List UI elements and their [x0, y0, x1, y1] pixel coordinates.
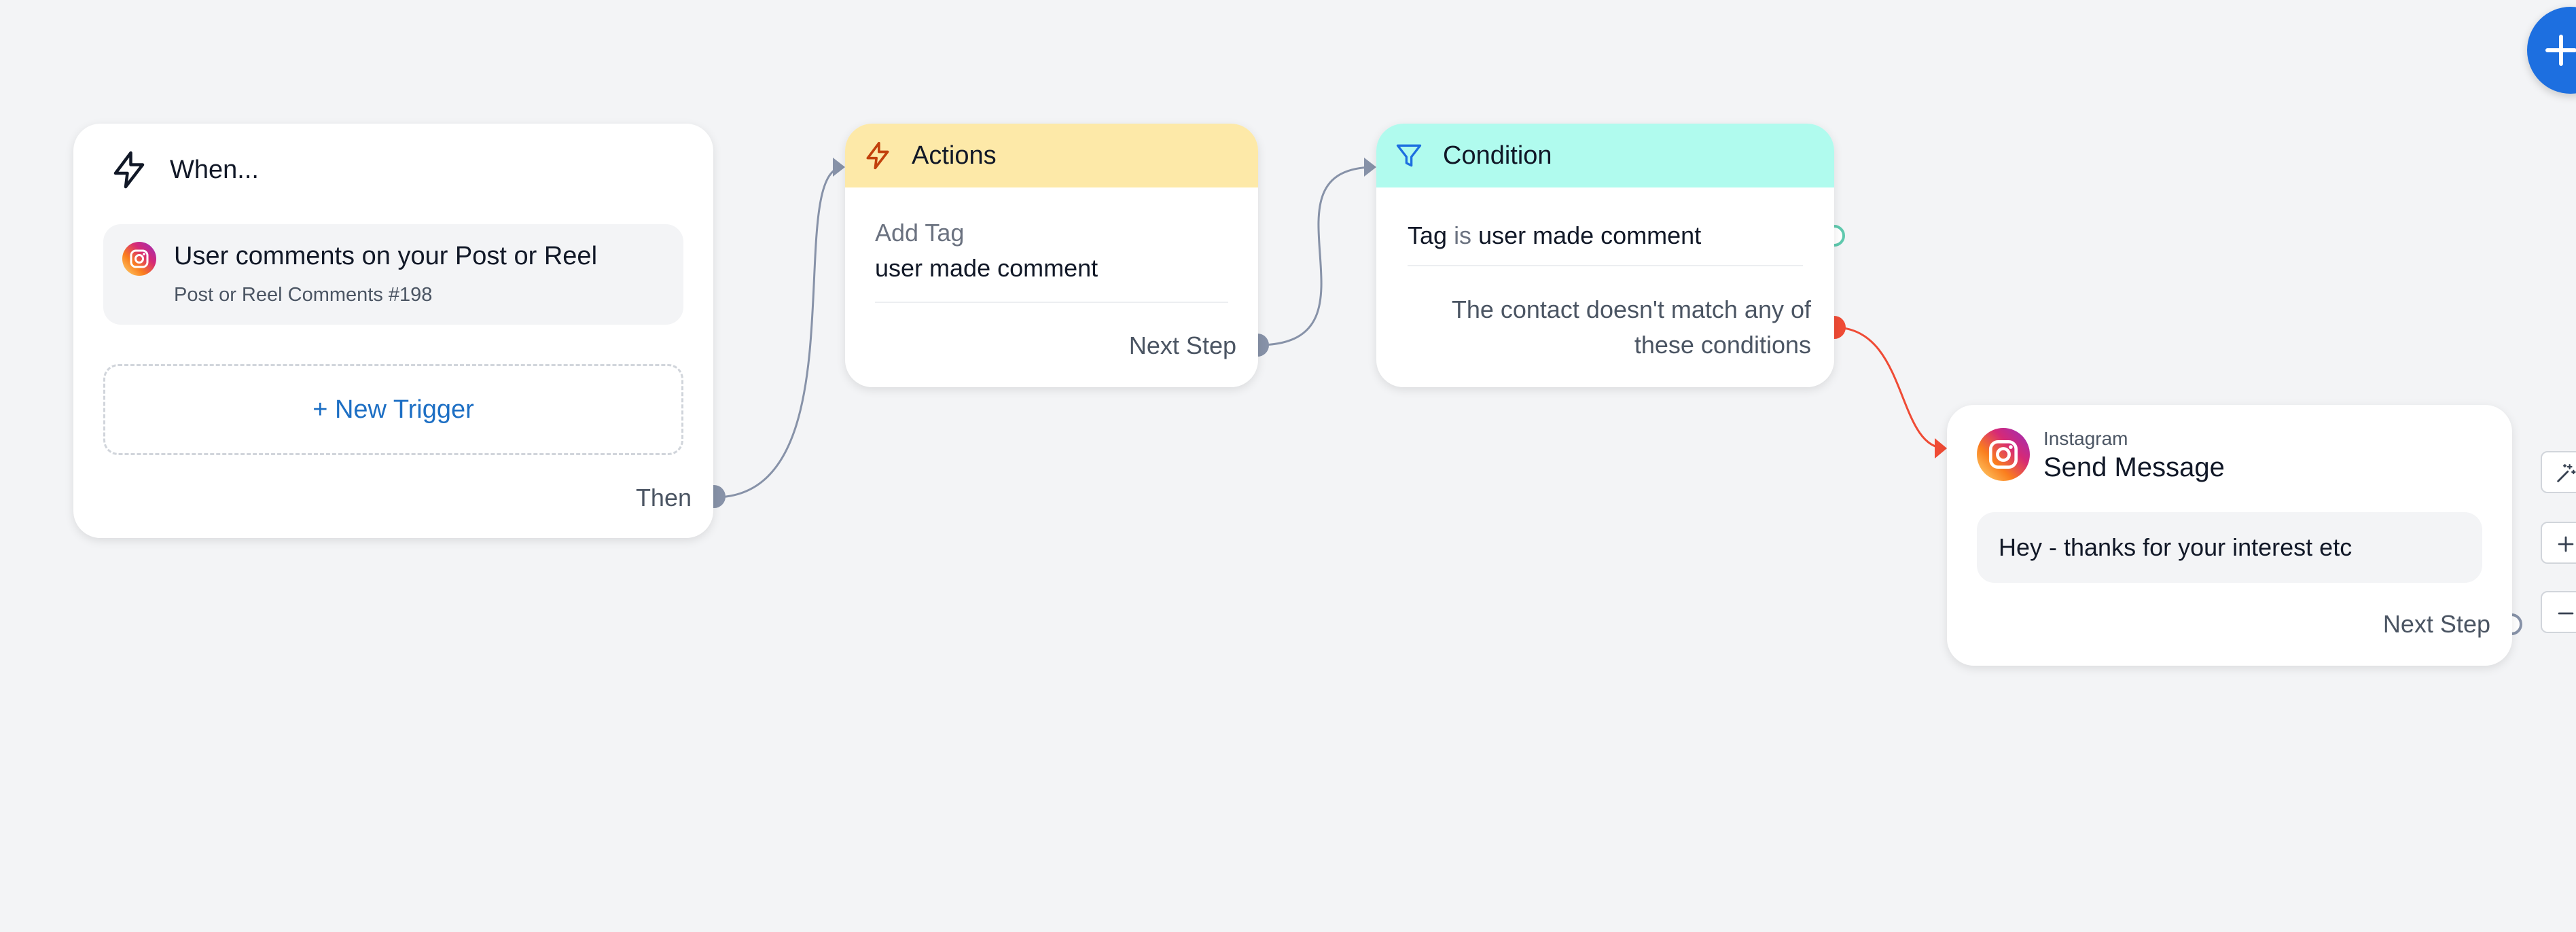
trigger-card[interactable]: When... User comments on your Post or Re… — [73, 124, 713, 538]
minus-icon — [2558, 612, 2574, 615]
instagram-icon — [122, 242, 156, 276]
zoom-out-button[interactable] — [2541, 591, 2576, 633]
actions-next-step-label: Next Step — [1128, 331, 1236, 359]
then-label: Then — [635, 484, 692, 512]
actions-card-title: Actions — [912, 141, 997, 170]
condition-rule: Tag is user made comment — [1408, 221, 1701, 250]
condition-field: Tag — [1408, 221, 1448, 249]
connector-actions-to-condition — [1257, 166, 1376, 346]
connector-arrowhead — [1364, 158, 1376, 177]
plus-icon — [2558, 536, 2574, 552]
condition-else-label: The contact doesn't match any of these c… — [1451, 295, 1811, 359]
action-type-label: Add Tag — [875, 219, 965, 247]
filter-icon — [1396, 144, 1422, 167]
new-trigger-button[interactable]: + New Trigger — [103, 364, 683, 455]
connector-arrowhead — [1935, 438, 1947, 459]
trigger-card-title: When... — [109, 149, 259, 190]
actions-card-header: Actions — [845, 124, 1258, 187]
condition-card[interactable]: Condition Tag is user made comment The c… — [1376, 124, 1834, 387]
connector-arrowhead — [833, 158, 845, 177]
divider — [875, 302, 1228, 303]
trigger-title-text: When... — [170, 155, 259, 184]
connector-condition-else-to-send — [1833, 326, 1946, 450]
magic-tool-button[interactable] — [2541, 451, 2576, 493]
actions-card[interactable]: Actions Add Tag user made comment Next S… — [845, 124, 1258, 387]
trigger-item[interactable]: User comments on your Post or Reel Post … — [103, 224, 683, 325]
zoom-in-button[interactable] — [2541, 522, 2576, 564]
action-tag-value: user made comment — [875, 254, 1098, 282]
trigger-item-title: User comments on your Post or Reel — [174, 242, 598, 270]
connector-trigger-to-actions — [714, 166, 844, 499]
plus-icon — [2545, 35, 2576, 66]
instagram-icon — [1977, 428, 2030, 481]
send-message-card[interactable]: Instagram Send Message Hey - thanks for … — [1947, 405, 2512, 666]
divider — [1408, 265, 1803, 266]
trigger-item-subtitle: Post or Reel Comments #198 — [174, 284, 433, 306]
send-message-title: Send Message — [2043, 452, 2225, 482]
send-next-step-label: Next Step — [2382, 610, 2490, 638]
condition-value: user made comment — [1478, 221, 1702, 249]
add-node-button[interactable] — [2527, 7, 2576, 94]
condition-card-header: Condition — [1376, 124, 1834, 187]
lightning-icon — [866, 141, 889, 170]
lightning-icon — [113, 151, 145, 189]
send-platform-label: Instagram — [2043, 428, 2128, 449]
magic-wand-icon — [2557, 464, 2576, 482]
message-preview[interactable]: Hey - thanks for your interest etc — [1977, 512, 2482, 583]
condition-operator: is — [1454, 221, 1472, 249]
condition-card-title: Condition — [1443, 141, 1552, 170]
